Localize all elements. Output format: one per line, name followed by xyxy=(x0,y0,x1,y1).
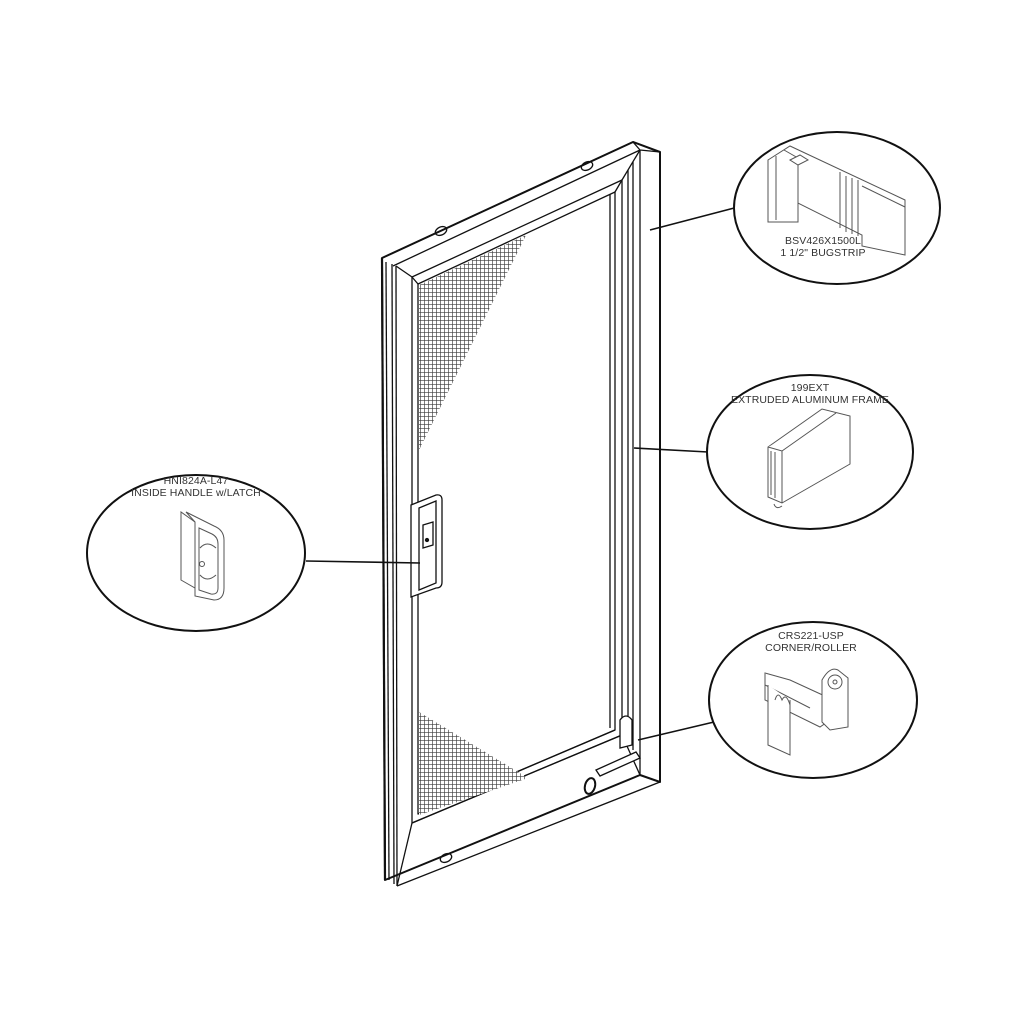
screen-mesh-bottom xyxy=(419,712,528,815)
leader-bugstrip xyxy=(649,206,739,231)
callout-bugstrip-description: 1 1/2" BUGSTRIP xyxy=(780,247,866,259)
callout-handle-part-number: HNI824A-L47 xyxy=(163,475,229,487)
bugstrip-part-icon xyxy=(767,145,906,256)
callout-handle-description: INSIDE HANDLE w/LATCH xyxy=(131,487,261,499)
leader-roller xyxy=(637,721,715,741)
leader-lines xyxy=(305,206,739,741)
callout-frame-part-number: 199EXT xyxy=(790,382,830,394)
callout-roller-description: CORNER/ROLLER xyxy=(765,642,857,654)
callout-bugstrip-part-number: BSV426X1500L xyxy=(785,235,861,247)
handle-part-icon xyxy=(180,511,225,601)
callout-handle-label: HNI824A-L47 INSIDE HANDLE w/LATCH xyxy=(131,475,261,499)
leader-frame xyxy=(633,447,709,453)
callout-frame-description: EXTRUDED ALUMINUM FRAME xyxy=(730,394,890,406)
callout-bugstrip-label: BSV426X1500L 1 1/2" BUGSTRIP xyxy=(780,235,865,259)
corner-roller xyxy=(583,715,641,795)
leader-handle xyxy=(305,560,421,564)
screen-mesh-top xyxy=(419,235,526,450)
callout-roller-part-number: CRS221-USP xyxy=(778,630,844,642)
frame-part-icon xyxy=(767,408,851,509)
callout-roller-label: CRS221-USP CORNER/ROLLER xyxy=(765,630,857,654)
callout-frame-label: 199EXT EXTRUDED ALUMINUM FRAME xyxy=(731,382,889,406)
roller-part-icon xyxy=(764,668,849,756)
door-handle xyxy=(410,494,443,598)
